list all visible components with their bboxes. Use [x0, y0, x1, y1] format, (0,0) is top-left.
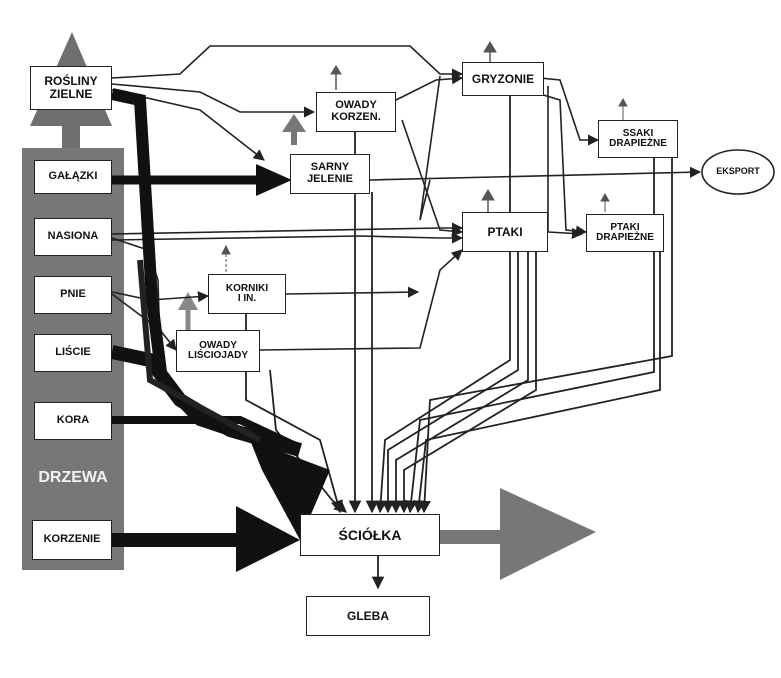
korniki-box	[208, 274, 286, 314]
korzenie-label: KORZENIE	[43, 533, 101, 546]
galazki-label: GAŁĄZKI	[48, 170, 98, 183]
owady-liscio-box	[176, 330, 260, 372]
kora-box	[34, 402, 112, 440]
pnie-label: PNIE	[60, 288, 86, 301]
owady-korzen-label: OWADY KORZEN.	[331, 99, 381, 123]
owady-korzen-box	[316, 92, 396, 132]
drzewa-label: DRZEWA	[38, 468, 108, 486]
owady-liscio-label: OWADY LIŚCIOJADY	[187, 339, 248, 361]
sarny-box	[290, 154, 370, 194]
ptaki-drap-box	[586, 214, 664, 252]
ssaki-label: SSAKI DRAPIEŻNE	[609, 127, 667, 149]
nasiona-box	[34, 218, 112, 256]
ptaki-label: PTAKI	[487, 224, 523, 239]
sciolka-label: ŚCIÓŁKA	[338, 526, 402, 543]
kora-label: KORA	[56, 414, 90, 427]
sarny-label: SARNY JELENIE	[307, 161, 353, 185]
rosliny-label: ROŚLINY ZIELNE	[44, 74, 98, 101]
thick-flows	[110, 88, 330, 572]
pnie-box	[34, 276, 112, 314]
galazki-box	[34, 160, 112, 194]
eksport-ellipse	[701, 149, 775, 195]
liscie-label: LIŚCIE	[55, 346, 91, 359]
nasiona-label: NASIONA	[47, 230, 99, 243]
korzenie-box	[32, 520, 112, 560]
thin-flows	[111, 45, 702, 351]
ptaki-box	[462, 212, 548, 252]
big-output-arrow	[440, 488, 596, 580]
eksport-label: EKSPORT	[716, 166, 760, 177]
gleba-label: GLEBA	[347, 608, 389, 623]
sciolka-box	[300, 514, 440, 556]
gryzonie-box	[462, 62, 544, 96]
ssaki-box	[598, 120, 678, 158]
rosliny-box	[30, 66, 112, 110]
gleba-box	[306, 596, 430, 636]
liscie-box	[34, 334, 112, 372]
gryzonie-label: GRYZONIE	[471, 71, 535, 86]
korniki-label: KORNIKI I IN.	[225, 282, 269, 304]
respiration-arrows	[178, 41, 628, 330]
ptaki-drap-label: PTAKI DRAPIEŻNE	[596, 221, 654, 243]
